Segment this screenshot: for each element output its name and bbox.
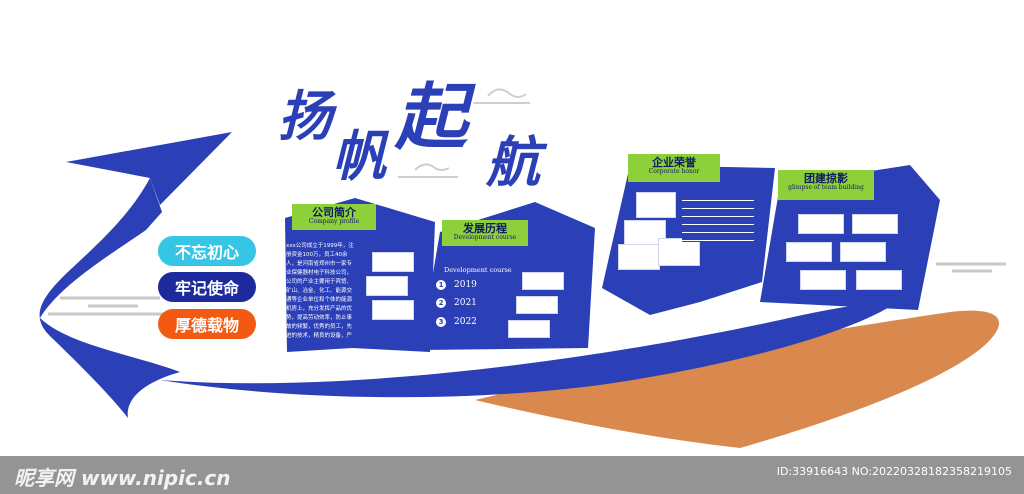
- development-course-title: 发展历程: [463, 222, 507, 235]
- title-char-4: 航: [486, 130, 540, 194]
- timeline-dot-1: 1: [436, 280, 446, 290]
- slogan-pill-2: 牢记使命: [158, 272, 256, 302]
- development-photo-1: [522, 272, 564, 290]
- team-building-tag: 团建掠影 glimpse of team building: [778, 170, 874, 200]
- slogan-pill-1: 不忘初心: [158, 236, 256, 266]
- timeline-dot-3: 3: [436, 317, 446, 327]
- timeline-item-2021: 2 2021: [436, 298, 477, 308]
- development-header: Development course: [444, 266, 512, 274]
- company-photo-3: [372, 300, 414, 320]
- development-course-tag: 发展历程 Development course: [442, 220, 528, 246]
- watermark-site: 昵享网 www.nipic.cn: [14, 466, 231, 490]
- slogan-pill-3: 厚德载物: [158, 309, 256, 339]
- left-cloud-decoration: [48, 296, 168, 316]
- team-building-subtitle: glimpse of team building: [788, 183, 864, 191]
- honor-photo-1: [636, 192, 676, 218]
- team-photo-2: [852, 214, 898, 234]
- team-photo-5: [800, 270, 846, 290]
- team-photo-4: [840, 242, 886, 262]
- paper-plane-tail: [39, 178, 181, 418]
- timeline-dot-2: 2: [436, 298, 446, 308]
- timeline-item-2019: 1 2019: [436, 280, 477, 290]
- honor-photo-3: [618, 244, 660, 270]
- honor-text-lines: [682, 196, 754, 242]
- team-building-title: 团建掠影: [804, 172, 848, 185]
- company-profile-subtitle: Company profile: [308, 217, 360, 225]
- cloud-decoration: [398, 88, 530, 178]
- title-char-3: 起: [395, 74, 468, 159]
- watermark-bar: [0, 456, 1024, 494]
- corporate-honor-subtitle: Corporate honor: [648, 167, 700, 175]
- right-cloud-decoration: [936, 262, 1006, 273]
- title-char-2: 帆: [332, 124, 386, 188]
- company-photo-1: [372, 252, 414, 272]
- team-photo-3: [786, 242, 832, 262]
- corporate-honor-title: 企业荣誉: [652, 156, 696, 169]
- development-photo-2: [516, 296, 558, 314]
- company-profile-title: 公司简介: [312, 206, 356, 219]
- orange-swoosh: [475, 310, 1000, 448]
- company-profile-text: xxx公司成立于1999年，注册资金100万，员工40余人，是河南省郑州市一家专…: [286, 243, 354, 338]
- company-photo-2: [366, 276, 408, 296]
- company-profile-tag: 公司简介 Company profile: [292, 204, 376, 230]
- timeline-year-2: 2021: [454, 298, 477, 308]
- corporate-honor-tag: 企业荣誉 Corporate honor: [628, 154, 720, 182]
- blue-swoosh: [160, 300, 900, 398]
- timeline-item-2022: 3 2022: [436, 317, 477, 327]
- honor-photo-4: [658, 238, 700, 266]
- title-char-1: 扬: [278, 84, 332, 148]
- team-photo-6: [856, 270, 902, 290]
- timeline-year-3: 2022: [454, 317, 477, 327]
- paper-plane-wing: [66, 132, 232, 205]
- team-photo-1: [798, 214, 844, 234]
- development-course-subtitle: Development course: [453, 233, 517, 241]
- watermark-id: ID:33916643 NO:20220328182358219105: [776, 465, 1012, 478]
- development-photo-3: [508, 320, 550, 338]
- timeline-year-1: 2019: [454, 280, 477, 290]
